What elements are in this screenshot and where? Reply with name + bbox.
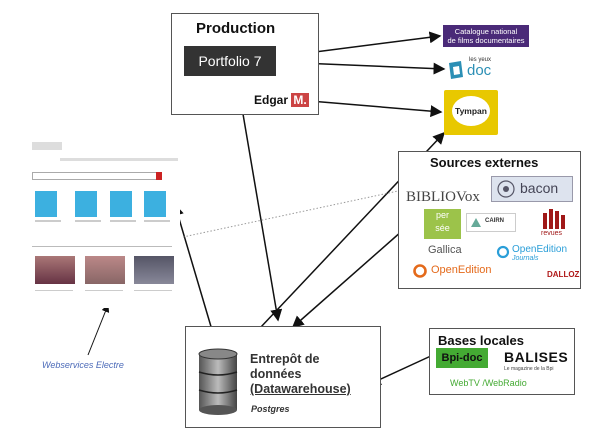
- les-yeux-doc-icon: [449, 61, 463, 79]
- cairn-logo: CAIRN: [466, 213, 516, 232]
- persee-top: per: [435, 210, 449, 220]
- site-book-cover-1: [35, 191, 57, 217]
- portfolio-7-logo: Portfolio 7: [184, 46, 276, 76]
- arrow-entrepot-website: [172, 203, 213, 331]
- site-nav-line: [60, 158, 178, 161]
- cairn-label: CAIRN: [485, 218, 504, 224]
- dotted-link-sources: [182, 190, 399, 238]
- tympan-label: Tympan: [452, 96, 490, 126]
- entrepot-line2: données: [250, 367, 302, 381]
- site-caption-1: [35, 220, 61, 222]
- site-section-divider: [32, 246, 172, 247]
- site-book-cover-3: [110, 191, 132, 217]
- catalogue-line2: de films documentaires: [447, 36, 525, 45]
- website-thumbnail: [30, 138, 180, 308]
- entrepot-line3: (Datawarehouse): [250, 382, 351, 396]
- openedition-logo: OpenEdition: [412, 262, 508, 280]
- arrow-sources-entrepot: [291, 230, 403, 328]
- site-photo-2: [85, 256, 125, 284]
- persee-bottom: sée: [435, 223, 450, 233]
- openedition-journals-icon: [496, 245, 510, 259]
- webtv-webradio-label: WebTV /WebRadio: [450, 378, 527, 388]
- site-caption-3: [110, 220, 136, 222]
- persee-logo: per sée: [424, 209, 461, 239]
- bacon-icon: [497, 180, 515, 198]
- balises-subtitle: Le magazine de la Bpi: [504, 366, 554, 372]
- site-photo-caption-2: [85, 290, 123, 291]
- bases-locales-title: Bases locales: [438, 333, 525, 348]
- les-yeux-doc-logo: les yeux doc: [447, 57, 497, 81]
- les-yeux-big: doc: [467, 62, 492, 79]
- site-photo-caption-3: [134, 290, 172, 291]
- revues-icon: [543, 209, 565, 229]
- site-search-button: [156, 172, 162, 180]
- entrepot-title: Entrepôt de données (Datawarehouse): [250, 352, 351, 397]
- site-photo-3: [134, 256, 174, 284]
- les-yeux-small: les yeux: [469, 57, 492, 63]
- openedition-journals-label: OpenEdition: [512, 244, 568, 255]
- edgar-badge: M.: [291, 93, 309, 107]
- arrow-webservices-website: [87, 304, 110, 356]
- balises-logo: BALISES: [504, 349, 569, 365]
- bibliovox-logo: BIBLIOVox: [406, 189, 480, 205]
- arrow-production-entrepot: [242, 113, 283, 322]
- webservices-electre-label: Webservices Electre: [42, 360, 124, 370]
- bacon-label: bacon: [520, 180, 559, 196]
- entrepot-line1: Entrepôt de: [250, 352, 320, 366]
- bacon-logo: bacon: [491, 176, 573, 202]
- openedition-label: OpenEdition: [431, 264, 492, 276]
- tympan-logo: Tympan: [444, 90, 498, 135]
- bpi-doc-logo: Bpi-doc: [436, 348, 488, 368]
- sources-externes-title: Sources externes: [430, 155, 539, 170]
- openedition-icon: [413, 264, 427, 278]
- revues-logo: revues: [537, 207, 571, 239]
- cairn-icon: [471, 218, 481, 227]
- site-photo-caption-1: [35, 290, 73, 291]
- site-caption-4: [144, 220, 170, 222]
- arrow-edgar-tympan: [309, 100, 443, 118]
- catalogue-line1: Catalogue national: [454, 27, 518, 36]
- edgar-logo: Edgar M.: [254, 93, 309, 107]
- site-book-cover-2: [75, 191, 97, 217]
- production-title: Production: [196, 20, 276, 37]
- site-photo-1: [35, 256, 75, 284]
- catalogue-national-logo: Catalogue national de films documentaire…: [443, 25, 529, 47]
- entrepot-subtitle: Postgres: [251, 404, 290, 414]
- site-search-bar: [32, 172, 159, 180]
- site-header-line: [32, 142, 62, 150]
- gallica-logo: Gallica: [428, 244, 462, 256]
- openedition-journals-logo: OpenEdition Journals: [496, 243, 576, 265]
- edgar-label: Edgar: [254, 93, 289, 107]
- dalloz-logo: DALLOZ: [547, 270, 580, 279]
- database-icon: [198, 348, 238, 415]
- revues-label: revues: [541, 230, 563, 237]
- site-book-cover-4: [144, 191, 166, 217]
- openedition-journals-sub: Journals: [512, 255, 539, 262]
- site-caption-2: [75, 220, 101, 222]
